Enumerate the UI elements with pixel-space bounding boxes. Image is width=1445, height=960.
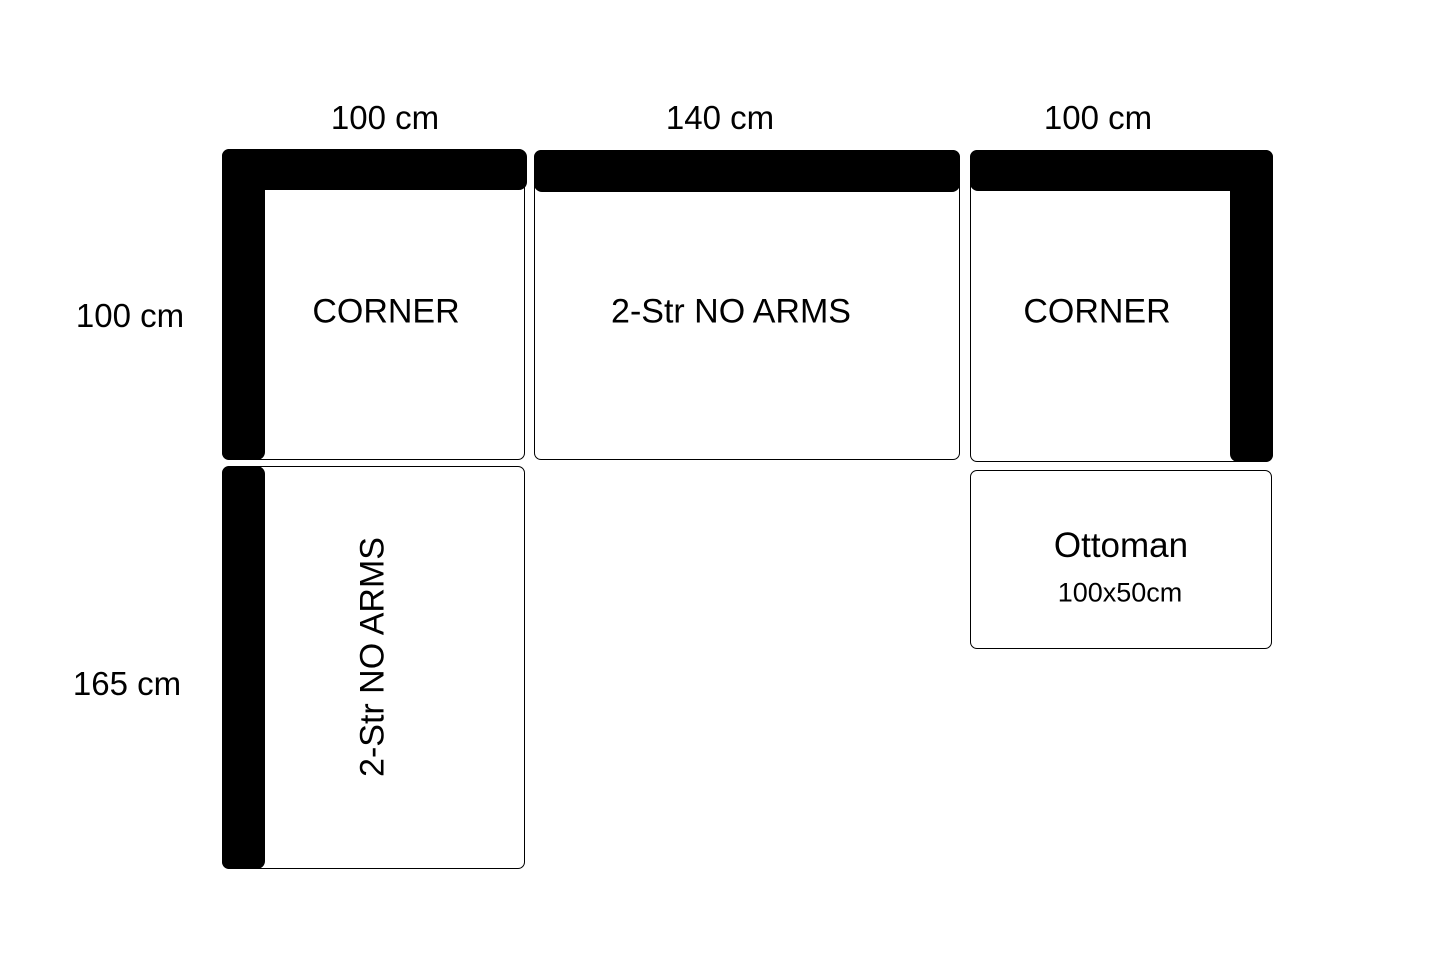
backrest [534, 150, 960, 192]
backrest [222, 149, 527, 190]
backrest [970, 150, 1273, 191]
width-label-right: 100 cm [1043, 99, 1153, 136]
module-label: CORNER [1023, 292, 1171, 331]
module-label: 2-Str NO ARMS [353, 537, 392, 777]
module-label: Ottoman [1053, 526, 1189, 565]
width-label-left: 100 cm [330, 99, 440, 136]
armrest [222, 149, 265, 460]
armrest [222, 466, 265, 869]
width-label-middle: 140 cm [665, 99, 775, 136]
module-label: 2-Str NO ARMS [611, 292, 851, 331]
module-size: 100x50cm [1057, 577, 1183, 608]
armrest [1230, 150, 1273, 462]
depth-label-top: 100 cm [75, 297, 185, 334]
depth-label-bottom: 165 cm [72, 665, 182, 702]
module-label: CORNER [312, 292, 460, 331]
